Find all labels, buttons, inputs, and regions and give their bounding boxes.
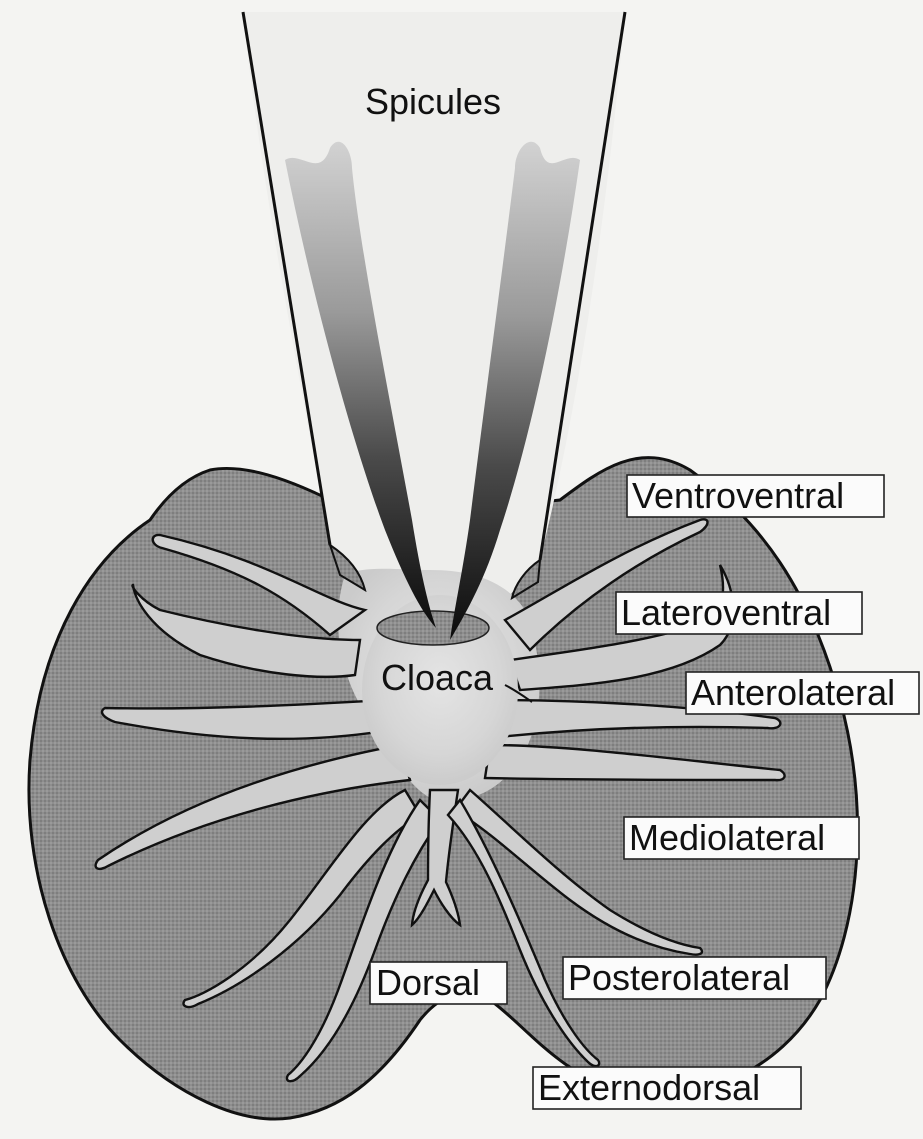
label-mediolateral: Mediolateral	[629, 817, 825, 858]
label-lateroventral: Lateroventral	[621, 592, 831, 633]
label-posterolateral: Posterolateral	[568, 957, 790, 998]
label-externodorsal: Externodorsal	[538, 1067, 760, 1108]
label-cloaca: Cloaca	[381, 657, 494, 698]
label-dorsal: Dorsal	[376, 962, 480, 1003]
label-ventroventral: Ventroventral	[632, 475, 844, 516]
cloaca-opening	[377, 611, 489, 645]
label-spicules: Spicules	[365, 81, 501, 122]
label-anterolateral: Anterolateral	[691, 672, 895, 713]
